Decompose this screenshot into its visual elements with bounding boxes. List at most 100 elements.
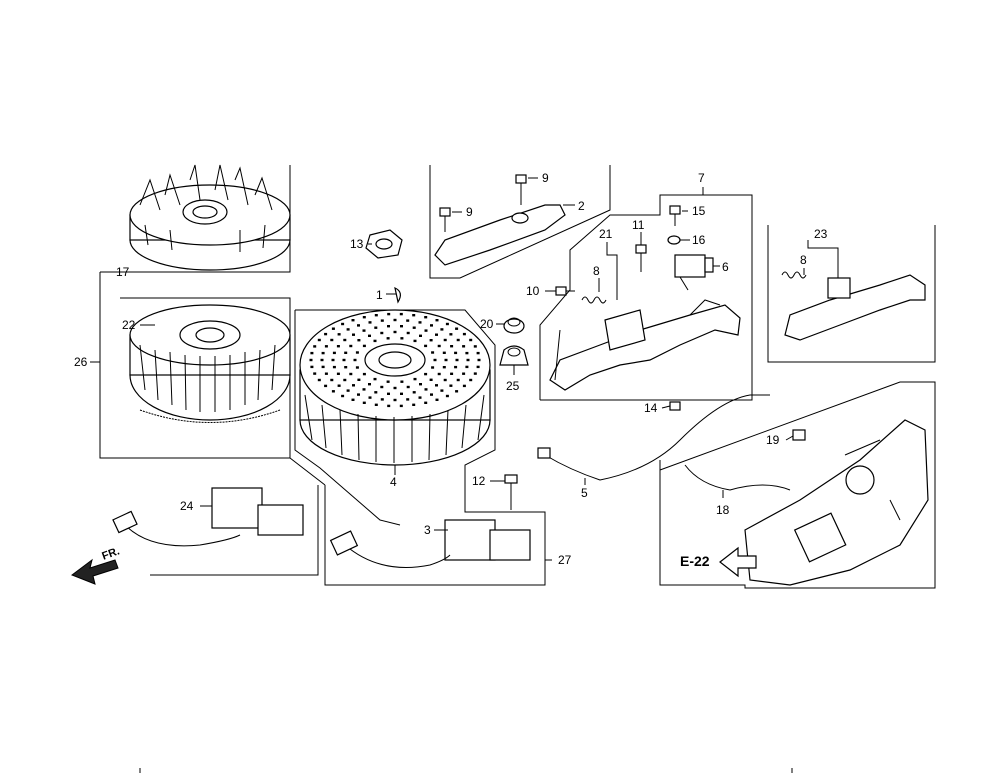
flywheel-hole — [443, 338, 447, 342]
flywheel-hole — [433, 358, 437, 362]
flywheel-hole — [343, 338, 347, 342]
flywheel-hole — [357, 378, 361, 381]
flywheel-hole — [431, 366, 435, 369]
flywheel-hole — [386, 337, 390, 340]
flywheel-hole — [456, 378, 460, 382]
flywheel-hole — [431, 351, 435, 354]
flywheel-hole — [455, 390, 459, 393]
label-22: 22 — [122, 318, 136, 332]
label-10: 10 — [526, 284, 540, 298]
flywheel-hole — [324, 384, 328, 388]
flywheel-hole — [443, 378, 447, 382]
flywheel-hole — [393, 330, 397, 334]
flywheel-hole — [469, 378, 473, 382]
flywheel-hole — [419, 383, 422, 386]
label-25: 25 — [506, 379, 520, 393]
flywheel-hole — [373, 377, 377, 381]
flywheel-hole — [445, 322, 449, 326]
flywheel-hole — [344, 351, 348, 354]
flywheel-hole — [442, 351, 446, 354]
flywheel-hole — [413, 377, 417, 381]
flywheel-hole — [435, 319, 439, 322]
flywheel-hole — [343, 378, 347, 382]
flywheel-hole — [440, 389, 444, 392]
label-9-b: 9 — [466, 205, 473, 219]
flywheel-hole — [321, 365, 325, 369]
label-16: 16 — [692, 233, 706, 247]
flywheel-hole — [444, 358, 448, 362]
ignition-coil-3 — [329, 519, 531, 568]
flywheel-hole — [380, 319, 384, 322]
flywheel-hole — [368, 321, 372, 324]
clip-14 — [669, 401, 681, 411]
flywheel-hole — [429, 339, 433, 342]
washer-16 — [667, 235, 681, 245]
flywheel-hole — [424, 401, 428, 404]
flywheel-hole — [465, 351, 469, 355]
label-5: 5 — [581, 486, 588, 500]
flywheel-hole — [462, 345, 466, 348]
flywheel-hole — [317, 378, 321, 382]
flywheel-hole — [349, 372, 353, 376]
flywheel-hole — [430, 324, 433, 327]
clip-19 — [792, 429, 806, 441]
flywheel-hole — [429, 378, 433, 381]
flywheel-hole — [424, 329, 428, 332]
ignition-coil-24 — [112, 487, 304, 547]
label-23: 23 — [814, 227, 828, 241]
label-26: 26 — [74, 355, 88, 369]
label-15: 15 — [692, 204, 706, 218]
flywheel-hole — [362, 329, 366, 332]
flywheel-hole — [399, 404, 403, 408]
label-20: 20 — [480, 317, 494, 331]
flywheel-hole — [357, 393, 360, 396]
flywheel-hole — [355, 351, 359, 354]
flywheel-hole — [324, 332, 328, 336]
flywheel-hole — [317, 338, 321, 342]
flywheel-hole — [435, 398, 439, 401]
flywheel-hole — [435, 333, 438, 336]
label-18: 18 — [716, 503, 730, 517]
flywheel-hole — [341, 394, 345, 398]
flywheel-hole — [349, 344, 353, 348]
flywheel-hole — [336, 372, 340, 375]
label-3: 3 — [424, 523, 431, 537]
flywheel-hole — [313, 372, 317, 375]
flywheel-hole — [380, 398, 384, 401]
label-27: 27 — [558, 553, 572, 567]
label-8-a: 8 — [593, 264, 600, 278]
flywheel-hole — [393, 318, 397, 322]
label-13: 13 — [350, 237, 364, 251]
flywheel-hole — [331, 390, 335, 393]
flywheel-hole — [424, 372, 428, 376]
flywheel-hole — [418, 321, 422, 324]
flywheel-hole — [368, 383, 371, 386]
cap-25 — [499, 345, 529, 366]
label-12: 12 — [472, 474, 486, 488]
flywheel-hole — [374, 314, 378, 317]
label-6: 6 — [722, 260, 729, 274]
flywheel-hole — [455, 327, 459, 330]
woodruff-key — [394, 286, 401, 304]
bolt-9-b — [439, 207, 451, 232]
flywheel-hole — [380, 331, 384, 335]
flywheel-hole — [412, 391, 416, 394]
leader-lines — [90, 177, 839, 561]
flywheel-hole — [357, 339, 361, 342]
label-2: 2 — [578, 199, 585, 213]
flywheel-hole — [440, 328, 444, 331]
flywheel-hole — [466, 358, 470, 362]
control-bracket — [549, 299, 741, 391]
flywheel-hole — [387, 392, 390, 395]
bolt-9-a — [515, 174, 527, 205]
flywheel-hole — [332, 365, 336, 369]
flywheel-hole — [406, 385, 410, 389]
flywheel-hole — [476, 365, 480, 369]
flywheel-hole — [473, 345, 477, 348]
flywheel-hole — [418, 396, 422, 399]
flywheel-hole — [424, 316, 428, 319]
flywheel-hole — [324, 372, 328, 375]
bracket-23 — [781, 271, 926, 341]
bracket-2 — [434, 204, 566, 266]
flywheel-hole — [406, 331, 410, 335]
